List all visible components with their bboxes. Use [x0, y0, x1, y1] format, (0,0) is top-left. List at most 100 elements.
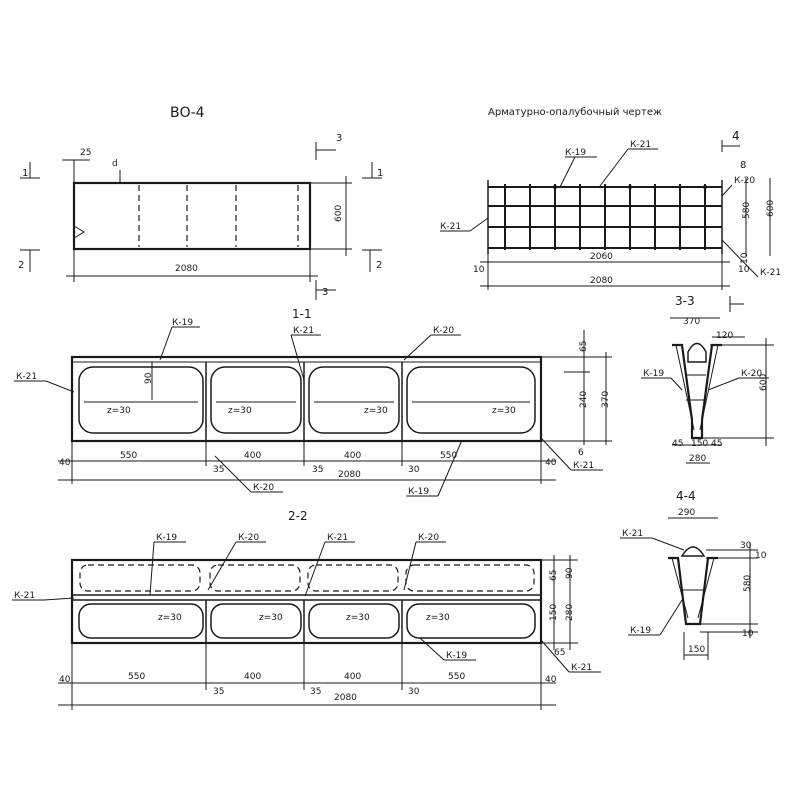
section-2-2: 2-2 z=30 z=30 z=30 z=30 К-19 К-20 К-21 К…: [12, 509, 601, 710]
s33-dim-45a: 45: [672, 439, 683, 449]
plan-view: 25 d 2080 600 1 1 2 2 3 3: [18, 133, 383, 300]
drawing-title: Арматурно-опалубочный чертеж: [488, 107, 662, 118]
s11-label-k21-right: К-21: [573, 461, 594, 471]
s22-dim-65-bottom: 65: [554, 648, 565, 658]
s22-radius-4: z=30: [426, 613, 450, 623]
s11-dim-35a: 35: [213, 465, 224, 475]
s11-dim-total: 2080: [338, 470, 361, 480]
section-3-3-title: 3-3: [675, 294, 695, 308]
plan-cut-1-left: 1: [22, 168, 28, 179]
cage-cut-4: 4: [732, 129, 740, 143]
plan-dim-end: 25: [80, 148, 91, 158]
s11-dim-30: 30: [408, 465, 420, 475]
section-1-1: 1-1 z=30 z=30 z=30 z=30 90 К-19 К-21 К-2…: [14, 307, 612, 497]
s44-dim-top: 290: [678, 508, 695, 518]
s22-dim-35a: 35: [213, 687, 224, 697]
s44-label-k21: К-21: [622, 529, 643, 539]
drawing-mark: ВО-4: [170, 105, 205, 121]
s11-label-k20-top: К-20: [433, 326, 454, 336]
s11-radius-3: z=30: [364, 406, 388, 416]
s33-dim-280: 280: [689, 454, 706, 464]
s22-label-k21-right: К-21: [571, 663, 592, 673]
cage-dim-total: 2080: [590, 276, 613, 286]
cage-dim-top: 8: [740, 160, 746, 171]
plan-cut-2-left: 2: [18, 260, 24, 271]
s22-dim-right: 40: [545, 675, 557, 685]
s22-radius-1: z=30: [158, 613, 182, 623]
s22-dim-90: 90: [565, 567, 575, 579]
s22-label-k21-left: К-21: [14, 591, 35, 601]
s22-dim-total: 2080: [334, 693, 357, 703]
s22-label-k20-b: К-20: [418, 533, 439, 543]
s22-label-k20-a: К-20: [238, 533, 259, 543]
s33-label-k19: К-19: [643, 369, 664, 379]
cage-label-k20: К-20: [734, 176, 755, 186]
s11-dim-6: 6: [578, 448, 584, 458]
s11-radius-4: z=30: [492, 406, 516, 416]
s44-dim-30: 30: [740, 541, 752, 551]
plan-cut-3-bottom: 3: [322, 287, 328, 298]
s22-dim-150: 150: [549, 604, 559, 621]
cage-dim-left: 10: [473, 265, 485, 275]
section-1-1-title: 1-1: [292, 307, 312, 321]
s22-dim-30: 30: [408, 687, 420, 697]
cage-dim-mid: 580: [742, 202, 752, 219]
s22-dim-400b: 400: [344, 672, 361, 682]
s33-dim-600: 600: [759, 374, 769, 391]
plan-cut-2-right: 2: [376, 260, 382, 271]
s11-dim-550b: 550: [440, 451, 457, 461]
s11-dim-65: 65: [579, 341, 589, 352]
plan-cut-1-right: 1: [377, 168, 383, 179]
s11-dim-35b: 35: [312, 465, 323, 475]
s44-dim-10b: 10: [742, 629, 754, 639]
s22-radius-2: z=30: [259, 613, 283, 623]
section-2-2-title: 2-2: [288, 509, 308, 523]
plan-dim-height: 600: [334, 205, 344, 222]
s22-radius-3: z=30: [346, 613, 370, 623]
s11-dim-370: 370: [601, 391, 611, 408]
s22-dim-400a: 400: [244, 672, 261, 682]
s11-dim-90: 90: [144, 372, 154, 384]
plan-dim-d: d: [112, 159, 118, 169]
s11-dim-right: 40: [545, 458, 557, 468]
s44-dim-580: 580: [743, 575, 753, 592]
s22-dim-550b: 550: [448, 672, 465, 682]
s44-label-k19: К-19: [630, 626, 651, 636]
s33-label-k20: К-20: [741, 369, 762, 379]
s33-dim-150: 150: [691, 439, 708, 449]
s11-radius-1: z=30: [107, 406, 131, 416]
s22-label-k21-top: К-21: [327, 533, 348, 543]
s11-label-k20-bottom: К-20: [253, 483, 274, 493]
s11-dim-left: 40: [59, 458, 71, 468]
s22-dim-left: 40: [59, 675, 71, 685]
s22-label-k19-bottom: К-19: [446, 651, 467, 661]
cage-dim-right: 10: [738, 265, 750, 275]
cage-label-k21-right: К-21: [760, 268, 781, 278]
s11-label-k19-bottom: К-19: [408, 487, 429, 497]
section-3-3: 3-3 370 120 600 К-19 К-20 45 150 45 280: [641, 294, 774, 464]
s44-dim-10a: 10: [755, 551, 767, 561]
cage-label-k21-left: К-21: [440, 222, 461, 232]
s22-dim-280: 280: [565, 604, 575, 621]
s11-label-k21-left: К-21: [16, 372, 37, 382]
section-4-4: 4-4 290 30 10 580 10 К-21 К-19 150: [620, 489, 767, 660]
s33-dim-120: 120: [716, 331, 733, 341]
s11-dim-400b: 400: [344, 451, 361, 461]
plan-dim-total: 2080: [175, 264, 198, 274]
cage-label-k19: К-19: [565, 148, 586, 158]
reinforcement-cage: К-19 К-21 К-21 К-20 К-21 2060 10 10 2080…: [440, 129, 781, 290]
cage-dim-full: 600: [766, 200, 776, 217]
s11-dim-240: 240: [579, 391, 589, 408]
plan-cut-3-top: 3: [336, 133, 342, 144]
section-4-4-title: 4-4: [676, 489, 696, 503]
s44-dim-150: 150: [688, 645, 705, 655]
s22-dim-65-top: 65: [549, 570, 559, 581]
s11-label-k21-top: К-21: [293, 326, 314, 336]
s11-label-k19: К-19: [172, 318, 193, 328]
cage-dim-bottom: 10: [740, 252, 750, 264]
s11-dim-400a: 400: [244, 451, 261, 461]
s22-label-k19: К-19: [156, 533, 177, 543]
cage-dim-inner: 2060: [590, 252, 613, 262]
s11-dim-550a: 550: [120, 451, 137, 461]
